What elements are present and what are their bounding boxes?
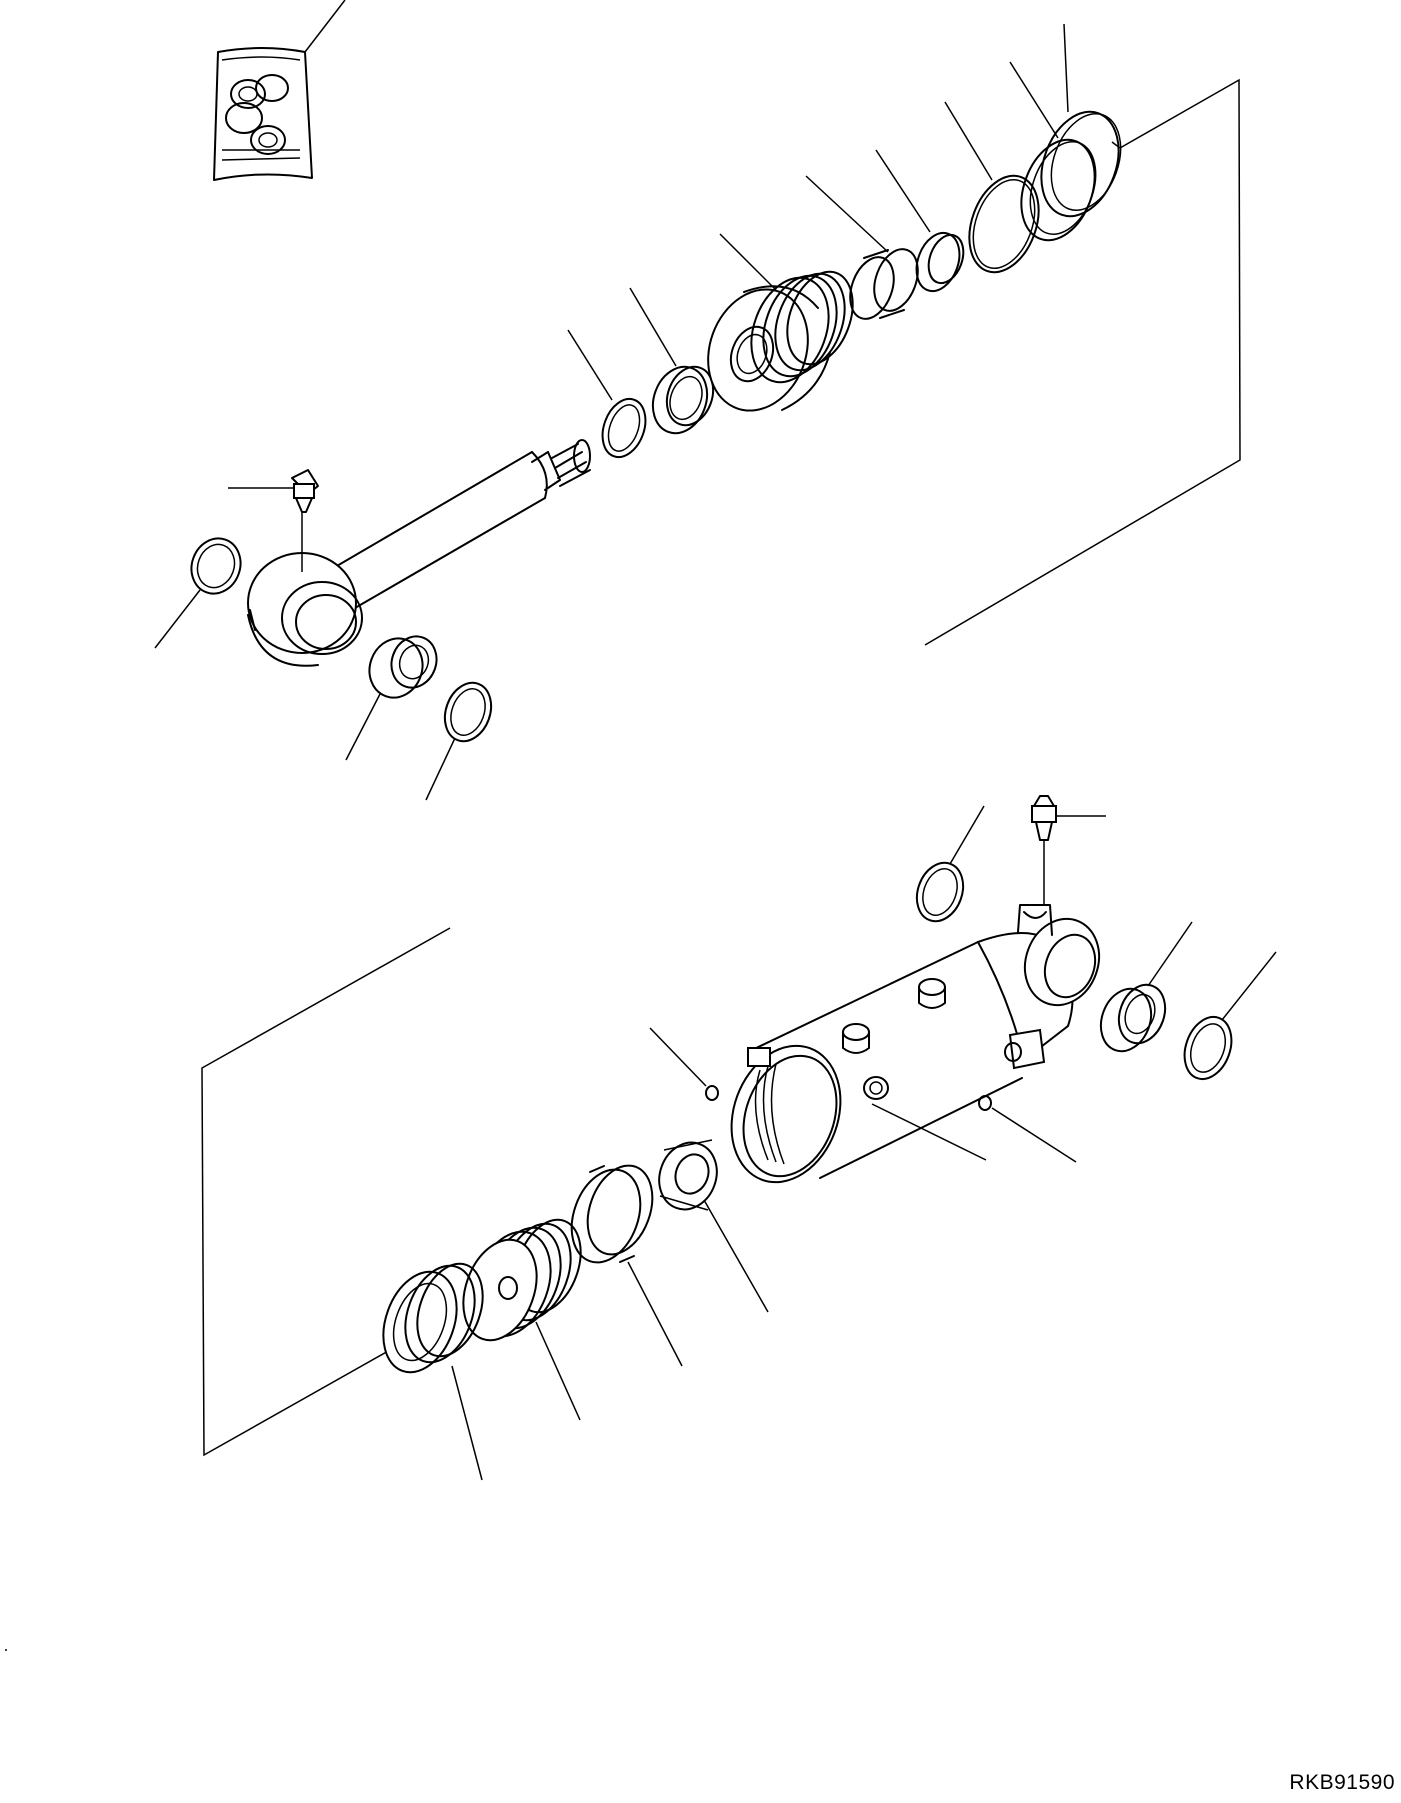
piston-rod xyxy=(247,439,591,667)
head-o-ring xyxy=(1040,23,1122,218)
head-bushing xyxy=(805,175,919,320)
cylinder-head xyxy=(707,233,854,412)
stray-mark xyxy=(5,1649,7,1651)
grease-fitting-lower xyxy=(1031,795,1106,905)
cylinder-group-outline xyxy=(201,927,451,1457)
drawing-code: RKB91590 xyxy=(1289,1771,1395,1794)
grease-fitting-upper xyxy=(228,469,319,572)
seal-kit-icon xyxy=(213,47,313,181)
wear-ring xyxy=(570,1164,683,1367)
piston xyxy=(462,1218,582,1421)
snap-ring xyxy=(567,329,647,459)
o-ring xyxy=(944,101,1040,274)
tube-seal-ring xyxy=(1183,951,1277,1080)
rod-end-seal-ring xyxy=(425,681,493,801)
plug-right xyxy=(978,1095,1077,1163)
tube-dust-seal xyxy=(915,805,985,923)
rod-group-outline xyxy=(924,78,1241,646)
plug-left xyxy=(649,1027,719,1101)
rod-seal xyxy=(629,287,715,435)
backup-ring xyxy=(1009,61,1097,242)
rod-end-dust-seal xyxy=(154,537,242,649)
leader-line xyxy=(304,0,346,53)
buffer-ring xyxy=(875,149,965,293)
piston-nut xyxy=(658,1139,769,1313)
cylinder-tube xyxy=(730,904,1101,1184)
piston-seal-ring xyxy=(382,1262,484,1481)
tube-bushing xyxy=(1099,921,1193,1053)
rod-end-bushing xyxy=(345,635,438,761)
